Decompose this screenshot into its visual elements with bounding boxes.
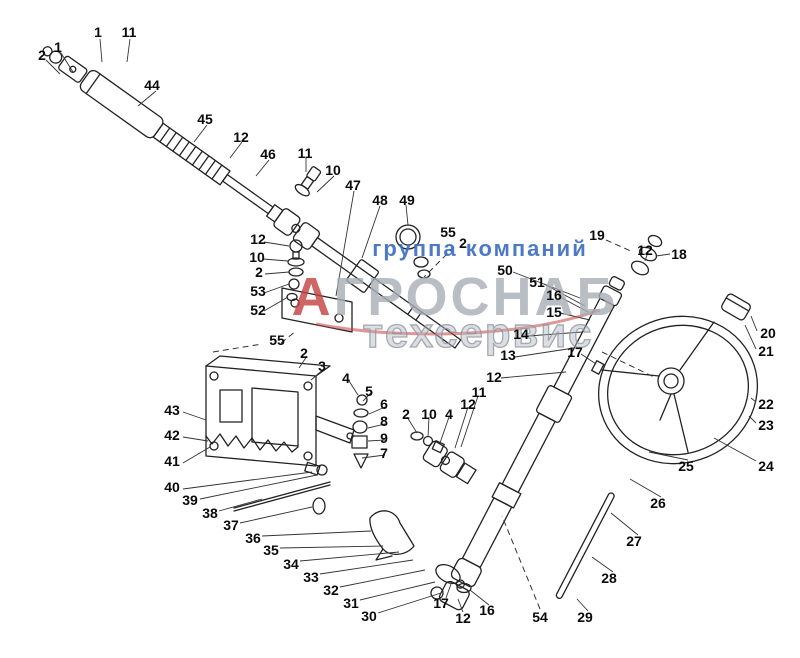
part-label-1: 1 [94,24,102,40]
part-label-6: 6 [380,396,388,412]
upper-shaft-assembly [42,46,462,349]
part-label-12: 12 [460,396,476,412]
part-label-12: 12 [637,242,653,258]
part-label-17: 17 [433,595,449,611]
part-label-2: 2 [300,345,308,361]
part-label-31: 31 [343,595,359,611]
leader-lines [45,38,758,614]
part-label-11: 11 [297,145,313,161]
part-label-51: 51 [529,274,545,290]
steering-wheel [597,315,759,465]
part-label-12: 12 [486,369,502,385]
part-label-12: 12 [233,129,249,145]
part-label-24: 24 [758,458,774,474]
part-label-2: 2 [255,264,263,280]
part-label-32: 32 [323,582,339,598]
part-label-7: 7 [380,445,388,461]
part-label-35: 35 [263,542,279,558]
part-label-17: 17 [567,344,583,360]
part-label-28: 28 [601,570,617,586]
part-label-1: 1 [54,39,62,55]
part-label-16: 16 [479,602,495,618]
part-label-22: 22 [758,396,774,412]
part-label-33: 33 [303,569,319,585]
part-label-37: 37 [223,517,239,533]
horn-cap [721,293,751,321]
part-label-23: 23 [758,417,774,433]
part-label-38: 38 [202,505,218,521]
part-label-4: 4 [445,406,453,422]
steering-column [438,276,625,611]
lower-shaft [555,492,615,599]
part-label-54: 54 [532,609,548,625]
part-label-11: 11 [471,384,487,400]
part-label-14: 14 [513,326,529,342]
part-label-25: 25 [678,458,694,474]
part-label-55: 55 [269,332,285,348]
part-label-2: 2 [459,235,467,251]
part-label-48: 48 [372,192,388,208]
part-label-36: 36 [245,530,261,546]
part-label-19: 19 [589,227,605,243]
part-label-41: 41 [164,453,180,469]
part-label-4: 4 [342,370,350,386]
part-label-5: 5 [365,383,373,399]
part-label-47: 47 [345,177,361,193]
part-label-10: 10 [325,162,341,178]
part-label-46: 46 [260,146,276,162]
part-label-50: 50 [497,262,513,278]
part-label-30: 30 [361,608,377,624]
part-label-55: 55 [440,224,456,240]
part-label-27: 27 [626,533,642,549]
part-label-53: 53 [250,283,266,299]
part-label-2: 2 [38,47,46,63]
part-label-10: 10 [421,406,437,422]
part-label-10: 10 [249,249,265,265]
part-label-18: 18 [671,246,687,262]
part-label-2: 2 [402,406,410,422]
part-label-12: 12 [250,231,266,247]
part-label-3: 3 [318,358,326,374]
spring-part [205,433,299,453]
bolt-part [294,166,322,197]
part-label-39: 39 [182,492,198,508]
part-label-11: 11 [121,24,137,40]
part-label-20: 20 [760,325,776,341]
knob-part [312,497,326,515]
part-label-26: 26 [650,495,666,511]
part-label-13: 13 [500,347,516,363]
part-label-45: 45 [197,111,213,127]
part-label-15: 15 [546,304,562,320]
part-label-9: 9 [380,430,388,446]
part-label-49: 49 [399,192,415,208]
part-label-43: 43 [164,402,180,418]
universal-joint [422,440,477,485]
dashed-lines [212,239,655,610]
part-label-29: 29 [577,609,593,625]
part-label-12: 12 [455,610,471,626]
stop-bracket [369,510,415,555]
support-bracket [205,355,355,467]
part-label-21: 21 [758,343,774,359]
part-label-42: 42 [164,427,180,443]
part-label-16: 16 [546,287,562,303]
part-label-8: 8 [380,413,388,429]
part-label-34: 34 [283,556,299,572]
part-label-52: 52 [250,302,266,318]
part-label-40: 40 [164,479,180,495]
part-label-44: 44 [144,77,160,93]
